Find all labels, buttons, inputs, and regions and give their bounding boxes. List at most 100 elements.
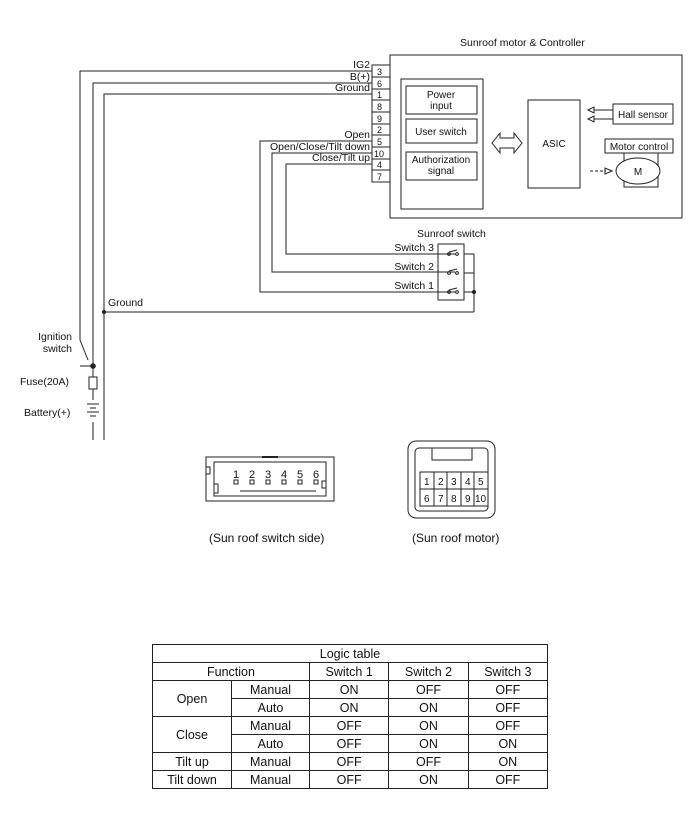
input-block-group <box>400 78 484 210</box>
value-cell: OFF <box>467 770 549 789</box>
bidirectional-arrow-icon <box>491 131 523 155</box>
value-cell: ON <box>388 734 469 753</box>
mode-cell: Manual <box>231 770 310 789</box>
fuse-icon <box>88 376 98 390</box>
pin-label: 9 <box>377 114 382 124</box>
wire-label-open: Open <box>344 129 370 141</box>
switch-2-label: Switch 2 <box>394 261 434 273</box>
table-row: Open Manual ON OFF OFF <box>152 680 549 717</box>
logic-table-title: Logic table <box>152 644 548 663</box>
mode-cell: Manual <box>231 716 310 735</box>
hall-sensor-label: Hall sensor <box>618 110 669 121</box>
switch-contact-icon <box>447 249 459 294</box>
column-header: Switch 3 <box>467 662 549 681</box>
mode-cell: Manual <box>231 752 310 771</box>
table-row: Close Manual OFF ON OFF <box>152 716 549 753</box>
function-cell: Close <box>152 716 232 753</box>
logic-table: Logic table Function Switch 1 Switch 2 S… <box>152 644 549 789</box>
motor-pin-label: 3 <box>451 477 457 488</box>
power-input-label: Power <box>427 90 456 101</box>
sunroof-switch-title: Sunroof switch <box>417 228 486 240</box>
value-cell: OFF <box>308 770 390 789</box>
authorization-label: signal <box>428 166 454 177</box>
switch-pin-label: 2 <box>249 469 255 481</box>
wiring-diagram: Sunroof motor & Controller 3 6 1 8 9 2 5… <box>20 37 683 545</box>
switch-1-label: Switch 1 <box>394 280 434 292</box>
ignition-switch-icon <box>79 339 89 361</box>
motor-icon <box>615 157 661 185</box>
mode-cell: Manual <box>231 680 310 699</box>
function-cell: Tilt down <box>152 770 232 789</box>
user-switch-block <box>405 118 478 144</box>
motor-pin-label: 9 <box>465 494 471 505</box>
table-row: Auto ON ON OFF <box>153 698 549 717</box>
sunroof-switch-box <box>437 243 465 301</box>
hall-sensor-block <box>612 103 674 125</box>
value-cell: ON <box>467 734 549 753</box>
pin-label: 1 <box>377 90 382 100</box>
value-cell: OFF <box>467 680 549 699</box>
wire-label-ig2: IG2 <box>353 59 370 71</box>
wire-label-close-tilt-up: Close/Tilt up <box>312 152 370 164</box>
controller-connector <box>371 64 391 183</box>
value-cell: ON <box>308 680 390 699</box>
table-row: Tilt down Manual OFF ON OFF <box>152 770 549 789</box>
value-cell: OFF <box>467 716 549 735</box>
motor-pin-label: 7 <box>438 494 444 505</box>
motor-pin-label: 10 <box>475 494 487 505</box>
value-cell: OFF <box>388 752 469 771</box>
controller-title: Sunroof motor & Controller <box>460 37 585 49</box>
wire-label-bplus: B(+) <box>350 71 370 83</box>
table-row: Auto OFF ON ON <box>153 734 549 753</box>
ignition-switch-label: Ignition <box>38 331 72 343</box>
value-cell: ON <box>388 698 469 717</box>
mode-cell: Auto <box>231 698 310 717</box>
asic-block <box>527 99 581 189</box>
pin-label: 3 <box>377 67 382 77</box>
asic-label: ASIC <box>542 139 565 150</box>
pin-label: 8 <box>377 102 382 112</box>
wire-label-ground-mid: Ground <box>108 297 143 309</box>
motor-pin-label: 1 <box>424 477 430 488</box>
motor-pin-label: 8 <box>451 494 457 505</box>
mode-cell: Auto <box>231 734 310 753</box>
pin-label: 7 <box>377 172 382 182</box>
column-header: Switch 1 <box>308 662 390 681</box>
switch-pin-label: 5 <box>297 469 303 481</box>
pin-label: 2 <box>377 125 382 135</box>
switch-3-label: Switch 3 <box>394 242 434 254</box>
switch-pin-label: 4 <box>281 469 287 481</box>
table-row: Tilt up Manual OFF OFF ON <box>152 752 549 771</box>
value-cell: ON <box>308 698 390 717</box>
power-input-label: input <box>430 101 452 112</box>
pin-label: 4 <box>377 160 382 170</box>
column-header: Function <box>152 662 310 681</box>
user-switch-label: User switch <box>415 127 467 138</box>
value-cell: OFF <box>388 680 469 699</box>
arrow-icon <box>586 106 595 114</box>
switch-pin-label: 1 <box>233 469 239 481</box>
battery-label: Battery(+) <box>24 407 70 419</box>
motor-pin-label: 6 <box>424 494 430 505</box>
motor-caption: (Sun roof motor) <box>412 531 499 545</box>
pin-label: 10 <box>374 149 384 159</box>
authorization-block <box>405 151 478 181</box>
column-header: Switch 2 <box>388 662 469 681</box>
motor-connector <box>407 440 496 519</box>
function-cell: Open <box>152 680 232 717</box>
pin-label: 5 <box>377 137 382 147</box>
value-cell: ON <box>467 752 549 771</box>
wire-label-open-close-tilt-down: Open/Close/Tilt down <box>270 141 370 153</box>
arrow-icon <box>604 167 614 175</box>
function-cell: Tilt up <box>152 752 232 771</box>
switch-side-caption: (Sun roof switch side) <box>209 531 324 545</box>
value-cell: ON <box>388 770 469 789</box>
wire-label-ground-top: Ground <box>335 82 370 94</box>
pin-label: 6 <box>377 79 382 89</box>
battery-icon <box>86 400 100 422</box>
motor-pin-label: 4 <box>465 477 471 488</box>
arrow-icon <box>586 115 595 123</box>
fuse-label: Fuse(20A) <box>20 376 69 388</box>
power-input-block <box>405 85 478 115</box>
switch-pin-label: 6 <box>313 469 319 481</box>
